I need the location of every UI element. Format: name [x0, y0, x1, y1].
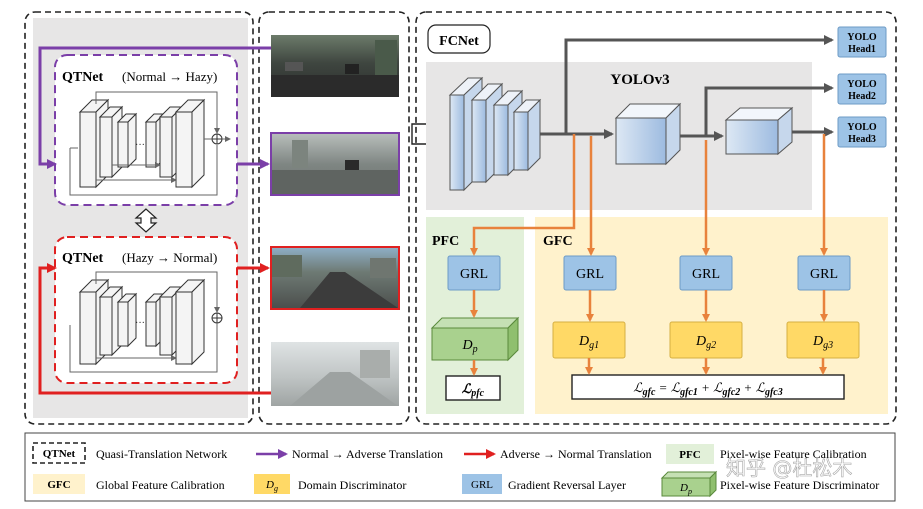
- legend-qtnet-desc: Quasi-Translation Network: [96, 447, 227, 461]
- qtnet-bottom-blocks: [78, 278, 206, 366]
- swap-arrow: [134, 208, 158, 233]
- gfc-grl-3: GRL: [810, 267, 838, 282]
- legend-gfc-swatch: GFC: [47, 479, 70, 491]
- pfc-loss: ℒpfc: [462, 381, 485, 399]
- normal-image-1: [271, 35, 399, 97]
- legend-dg-desc: Domain Discriminator: [298, 478, 406, 492]
- qtnet-hazy-to-normal: QTNet (Hazy → Normal) ···: [54, 236, 238, 384]
- legend-qtnet-swatch: QTNet: [43, 448, 76, 460]
- normal-image-2: [270, 246, 400, 310]
- legend-dp-desc: Pixel-wise Feature Discriminator: [720, 478, 879, 492]
- foggy-image-2: [271, 342, 399, 406]
- gfc-grl-2: GRL: [692, 267, 720, 282]
- watermark: 知乎 @杜松木: [726, 456, 852, 480]
- yolo-backbone: [448, 76, 794, 192]
- hazy-image-1: [270, 132, 400, 196]
- gfc-grl-1: GRL: [576, 267, 604, 282]
- legend-pfc-swatch: PFC: [679, 449, 700, 461]
- gfc-label: GFC: [543, 234, 573, 249]
- normal-to-adverse-arrows: [38, 46, 271, 169]
- qtnet-top-blocks: [78, 98, 206, 189]
- qtnet-top-direction: (Normal → Hazy): [122, 69, 217, 84]
- gfc-discriminator-2: Dg2: [695, 334, 716, 351]
- adverse-to-normal-arrows: [38, 263, 271, 395]
- pfc-grl: GRL: [460, 267, 488, 282]
- gfc-discriminator-1: Dg1: [578, 334, 599, 351]
- detection-flow: [540, 35, 834, 141]
- gfc-loss-equation: ℒgfc = ℒgfc1 + ℒgfc2 + ℒgfc3: [633, 380, 782, 398]
- qtnet-top-title: QTNet: [62, 70, 104, 85]
- legend-grl-desc: Gradient Reversal Layer: [508, 478, 626, 492]
- fcnet-title: FCNet: [439, 34, 479, 49]
- legend-dp-swatch: Dp: [679, 482, 692, 496]
- gfc-discriminator-3: Dg3: [812, 334, 833, 351]
- gfc-region: GFC GRL GRL GRL Dg1 Dg2 Dg3 ℒgfc = ℒgfc1…: [535, 217, 888, 414]
- legend: QTNet Quasi-Translation Network Normal →…: [24, 432, 896, 502]
- svg-text:···: ···: [135, 140, 145, 151]
- pfc-label: PFC: [432, 234, 459, 249]
- legend-adverse-to-normal: Adverse → Normal Translation: [500, 447, 652, 461]
- svg-text:···: ···: [135, 318, 145, 329]
- legend-gfc-desc: Global Feature Calibration: [96, 478, 225, 492]
- yolov3-label: YOLOv3: [610, 72, 669, 88]
- calibration-arrows: [470, 134, 828, 376]
- qtnet-bottom-title: QTNet: [62, 251, 104, 266]
- legend-normal-to-adverse: Normal → Adverse Translation: [292, 447, 443, 461]
- legend-grl-swatch: GRL: [471, 479, 493, 491]
- qtnet-bottom-direction: (Hazy → Normal): [122, 250, 217, 265]
- image-column: [258, 11, 410, 425]
- legend-dg-swatch: Dg: [265, 479, 278, 493]
- pfc-discriminator: Dp: [461, 338, 477, 355]
- qtnet-normal-to-hazy: QTNet (Normal → Hazy) ···: [54, 54, 238, 206]
- legend-pfc-desc: Pixel-wise Feature Calibration: [720, 447, 867, 461]
